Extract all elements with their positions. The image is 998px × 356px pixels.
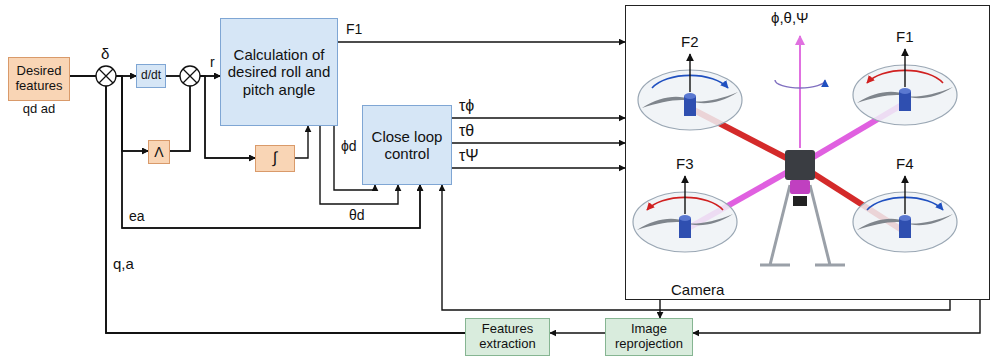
node-text: ϕ,θ,Ψ bbox=[771, 9, 809, 26]
integrator-block: ∫ bbox=[255, 145, 295, 172]
feature-symbol: qd ad bbox=[9, 102, 69, 117]
node-text: Image reprojection bbox=[609, 322, 689, 352]
signal-arrow bbox=[550, 332, 605, 333]
landing-gear bbox=[760, 185, 845, 265]
node-text: Camera bbox=[671, 281, 724, 298]
input-box: Desired featuresqd ad bbox=[8, 57, 70, 101]
signal-label: τθ bbox=[458, 122, 475, 140]
derivative-block: d/dt bbox=[136, 64, 166, 88]
node-text: F1 bbox=[896, 28, 914, 45]
signal-label: ea bbox=[128, 208, 146, 224]
signal-label: τΨ bbox=[458, 147, 480, 165]
node-text: Calculation of desired roll and pitch an… bbox=[224, 46, 334, 98]
battery bbox=[790, 180, 810, 194]
signal-arrow bbox=[452, 142, 625, 143]
signal-arrow bbox=[693, 300, 980, 333]
camera-symbol bbox=[793, 196, 807, 206]
quadrotor-frame: ϕ,θ,Ψ F2 F1F3 F4Camera bbox=[625, 5, 990, 300]
signal-label: ϕd bbox=[340, 138, 358, 154]
node-text: Desired features bbox=[12, 64, 66, 94]
node-text: Close loop control bbox=[366, 128, 448, 163]
signal-arrow bbox=[442, 185, 950, 310]
node-text: Λ bbox=[154, 144, 163, 160]
signal-arrow bbox=[338, 41, 625, 42]
yaw-rotation-arrow bbox=[775, 80, 825, 88]
node-text: ∫ bbox=[273, 149, 277, 167]
node-text: Features extraction bbox=[469, 322, 546, 352]
signal-arrow bbox=[295, 126, 308, 158]
gain-block: Λ bbox=[148, 140, 170, 164]
thrust-arrow bbox=[904, 176, 905, 214]
node-text: F3 bbox=[676, 155, 694, 172]
process-box: Image reprojection bbox=[605, 318, 693, 356]
thrust-arrow bbox=[904, 49, 905, 87]
body bbox=[785, 150, 815, 180]
signal-arrow bbox=[170, 76, 220, 151]
signal-label: θd bbox=[348, 207, 366, 223]
signal-label: q,a bbox=[112, 255, 135, 272]
signal-arrow bbox=[452, 167, 625, 168]
signal-arrow bbox=[452, 117, 625, 118]
quadrotor-illustration bbox=[633, 36, 957, 265]
node-text: d/dt bbox=[141, 69, 161, 83]
process-box: Calculation of desired roll and pitch an… bbox=[220, 18, 338, 126]
node-text: F4 bbox=[896, 155, 914, 172]
signal-arrow bbox=[659, 300, 660, 318]
controller-box: Close loop control bbox=[362, 105, 452, 185]
signal-label: τϕ bbox=[458, 97, 475, 115]
signal-label: F1 bbox=[345, 21, 363, 37]
signal-label: r bbox=[209, 54, 216, 70]
process-box: Features extraction bbox=[465, 318, 550, 356]
signal-label: δ bbox=[100, 45, 110, 62]
summing-junction bbox=[96, 66, 116, 86]
yaw-axis-arrow bbox=[799, 36, 801, 148]
thrust-arrow bbox=[684, 176, 685, 214]
summing-junction bbox=[180, 66, 200, 86]
node-text: F2 bbox=[681, 33, 699, 50]
thrust-arrow bbox=[689, 54, 690, 92]
